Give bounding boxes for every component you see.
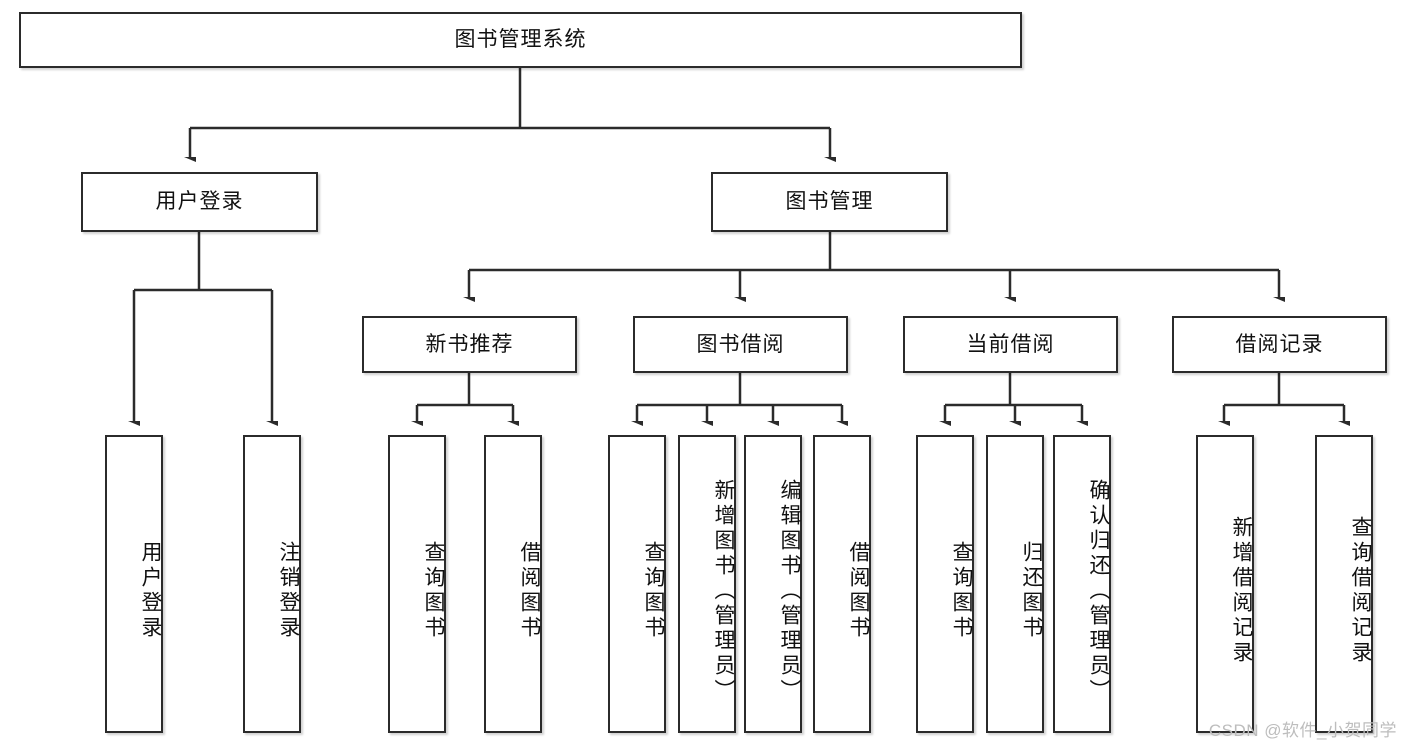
- node-label: 当前借阅: [966, 332, 1055, 356]
- leaf-borrow-record-query[interactable]: 查询借阅记录: [1315, 435, 1373, 733]
- node-root-book-management-system[interactable]: 图书管理系统: [19, 12, 1022, 68]
- leaf-current-borrow-return[interactable]: 归还图书: [986, 435, 1044, 733]
- node-user-login[interactable]: 用户登录: [81, 172, 318, 232]
- leaf-book-borrow-query[interactable]: 查询图书: [608, 435, 666, 733]
- leaf-user-login-logout[interactable]: 注销登录: [243, 435, 301, 733]
- leaf-book-borrow-borrow[interactable]: 借阅图书: [813, 435, 871, 733]
- node-label: 查询图书: [950, 541, 973, 641]
- node-label: 新增图书（管理员）: [712, 478, 735, 704]
- node-label: 查询借阅记录: [1349, 516, 1372, 666]
- leaf-book-borrow-edit[interactable]: 编辑图书（管理员）: [744, 435, 802, 733]
- node-label: 确认归还（管理员）: [1087, 478, 1110, 704]
- leaf-book-borrow-add[interactable]: 新增图书（管理员）: [678, 435, 736, 733]
- node-label: 查询图书: [422, 541, 445, 641]
- node-current-borrowing[interactable]: 当前借阅: [903, 316, 1118, 373]
- csdn-watermark: CSDN @软件_小贺同学: [1208, 721, 1397, 740]
- node-label: 借阅图书: [518, 541, 541, 641]
- node-new-book-recommendation[interactable]: 新书推荐: [362, 316, 577, 373]
- leaf-new-book-query[interactable]: 查询图书: [388, 435, 446, 733]
- node-book-borrowing[interactable]: 图书借阅: [633, 316, 848, 373]
- leaf-current-borrow-query[interactable]: 查询图书: [916, 435, 974, 733]
- node-label: 图书管理系统: [454, 28, 587, 52]
- node-label: 用户登录: [139, 541, 162, 641]
- node-label: 用户登录: [155, 190, 244, 214]
- node-label: 编辑图书（管理员）: [778, 478, 801, 704]
- node-label: 图书借阅: [696, 332, 785, 356]
- node-label: 图书管理: [785, 190, 874, 214]
- leaf-borrow-record-add[interactable]: 新增借阅记录: [1196, 435, 1254, 733]
- node-label: 借阅记录: [1235, 332, 1324, 356]
- node-book-management[interactable]: 图书管理: [711, 172, 948, 232]
- node-borrowing-record[interactable]: 借阅记录: [1172, 316, 1387, 373]
- leaf-user-login-login[interactable]: 用户登录: [105, 435, 163, 733]
- node-label: 归还图书: [1020, 541, 1043, 641]
- node-label: 注销登录: [277, 541, 300, 641]
- node-label: 查询图书: [642, 541, 665, 641]
- node-label: 借阅图书: [847, 541, 870, 641]
- node-label: 新增借阅记录: [1230, 516, 1253, 666]
- leaf-current-borrow-confirm-return[interactable]: 确认归还（管理员）: [1053, 435, 1111, 733]
- leaf-new-book-borrow[interactable]: 借阅图书: [484, 435, 542, 733]
- node-label: 新书推荐: [425, 332, 514, 356]
